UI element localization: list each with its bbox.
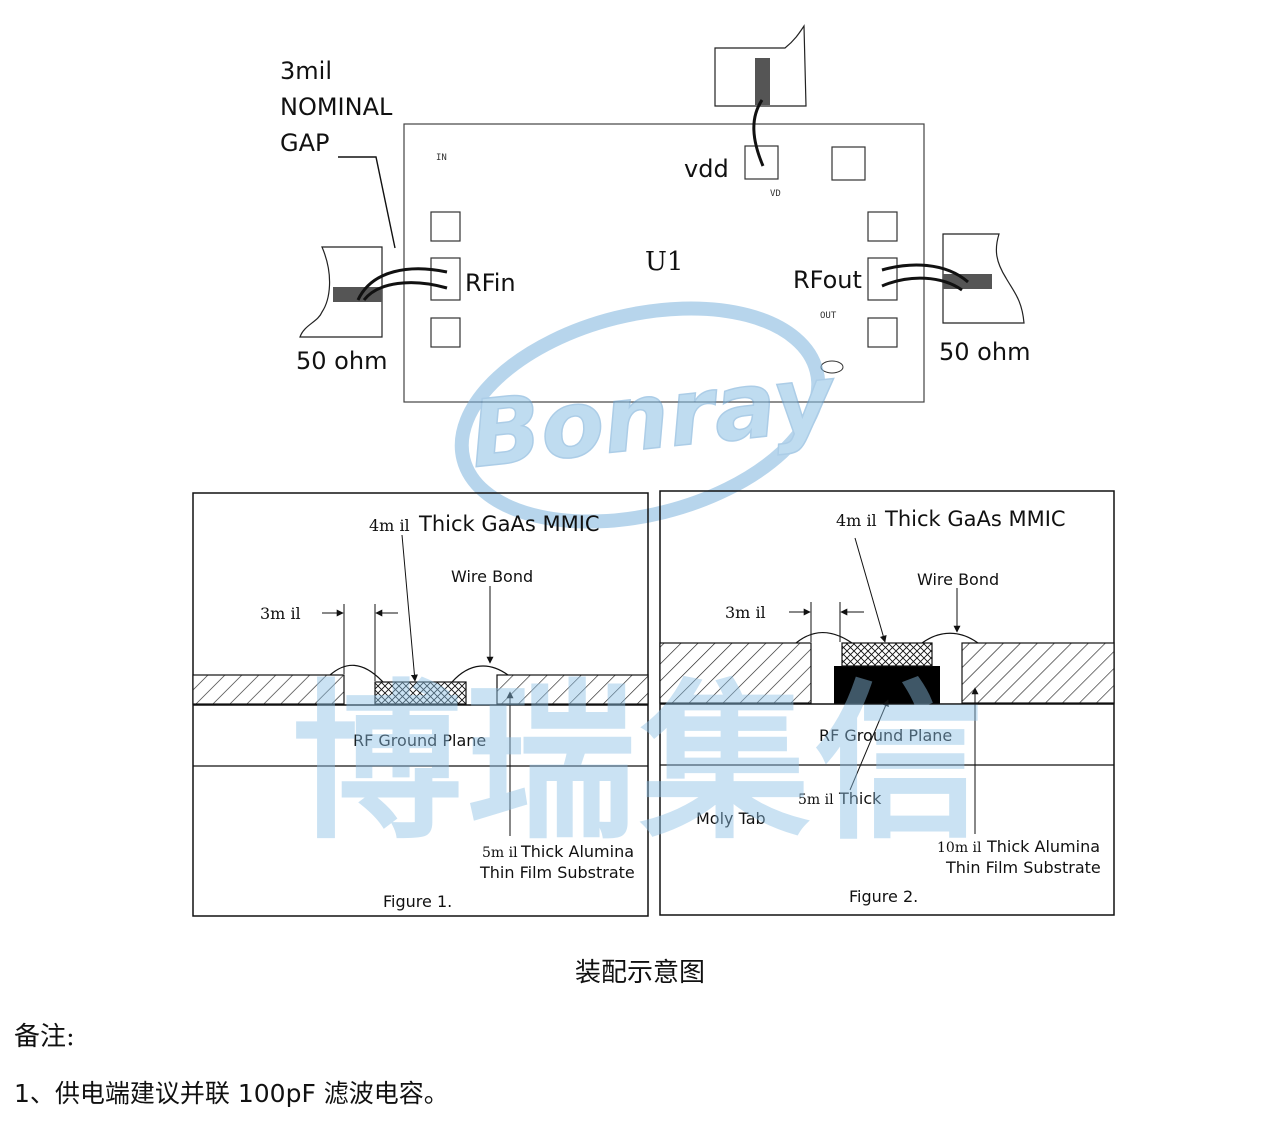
rfout-label: RFout (793, 266, 862, 294)
vd-tag: VD (770, 189, 781, 199)
figure-1: 4m il Thick GaAs MMIC Wire Bond 3m il RF… (192, 492, 649, 917)
fig1-bond-right (451, 665, 509, 683)
figure-2: 4m il Thick GaAs MMIC Wire Bond 3m il RF… (659, 490, 1115, 916)
chinese-watermark: 博瑞集信 (292, 665, 988, 863)
fig1-substrate-thickness: 5m il (482, 845, 518, 861)
fig2-gap-label: 3m il (725, 603, 766, 622)
fig1-substrate-right (496, 674, 649, 705)
assembly-caption: 装配示意图 (574, 958, 705, 988)
notes-line-1: 1、供电端建议并联 100pF 滤波电容。 (14, 1079, 449, 1108)
chip-name: U1 (645, 247, 683, 277)
fig2-ground-label: RF Ground Plane (819, 726, 952, 745)
fig2-moly-leader (849, 699, 889, 791)
fig2-wire-bond-label: Wire Bond (917, 570, 999, 589)
fig1-mmic-thickness: 4m il (369, 516, 410, 535)
fig2-mmic-thickness: 4m il (836, 511, 877, 530)
rfout-bond-2 (881, 276, 963, 292)
fig2-substrate-thickness: 10m il (937, 840, 982, 856)
fig1-caption: Figure 1. (383, 892, 452, 911)
left-50ohm-line (333, 287, 382, 302)
rfin-bond-1 (356, 267, 448, 301)
out-tag: OUT (820, 311, 837, 321)
vdd-label: vdd (684, 155, 729, 183)
chip-outline (403, 123, 925, 403)
rfin-label: RFin (465, 269, 516, 297)
pad-left-bottom (430, 317, 461, 348)
vdd-bond (752, 99, 765, 167)
pad-right-top (867, 211, 898, 242)
fig1-substrate-line2: Thin Film Substrate (479, 863, 635, 882)
fig2-moly-tab-label: Moly Tab (696, 809, 766, 828)
bonray-ring (454, 301, 826, 529)
fig1-ground-label: RF Ground Plane (353, 731, 486, 750)
right-impedance-label: 50 ohm (939, 338, 1030, 366)
pad-left-top (430, 211, 461, 242)
fig2-bond-left (795, 631, 853, 644)
fig2-substrate-right (961, 642, 1115, 704)
fig1-substrate-left (192, 674, 345, 705)
gap-leader (338, 156, 396, 249)
rfin-bond-2 (362, 281, 448, 301)
pad-rfin (430, 257, 461, 301)
fig2-substrate-line2: Thin Film Substrate (945, 858, 1101, 877)
fig2-mmic-leader (854, 537, 887, 643)
fig2-substrate-line1: Thick Alumina (986, 837, 1100, 856)
fig2-bond-right (921, 632, 979, 644)
fig2-moly-tab (834, 666, 940, 704)
pad-rfout (867, 257, 898, 301)
pad-right-bottom (867, 317, 898, 348)
fig1-bond-left (329, 664, 384, 683)
in-tag: IN (436, 153, 447, 163)
fig1-gap-label: 3m il (260, 604, 301, 623)
chip-layout: IN VD OUT 3mil NOMINAL GAP U1 vdd RFin R… (280, 24, 1030, 403)
fig1-substrate-line1: Thick Alumina (520, 842, 634, 861)
fig2-mmic-label: Thick GaAs MMIC (884, 507, 1066, 531)
pad-top-right (831, 146, 866, 181)
vdd-line (755, 58, 770, 105)
fig1-wire-bond-label: Wire Bond (451, 567, 533, 586)
fig2-substrate-left (659, 642, 812, 704)
notes-title: 备注: (14, 1022, 75, 1052)
fig2-mmic (841, 642, 933, 667)
left-impedance-label: 50 ohm (296, 347, 387, 375)
fig2-caption: Figure 2. (849, 887, 918, 906)
gap-label-line3: GAP (280, 129, 330, 157)
fig1-mmic (374, 681, 467, 705)
fig1-mmic-label: Thick GaAs MMIC (418, 512, 600, 536)
fig1-mmic-leader (401, 534, 418, 682)
fig2-moly-thick-word: Thick (838, 789, 882, 808)
gap-label-line1: 3mil (280, 57, 332, 85)
fig2-moly-thickness: 5m il (798, 792, 834, 808)
gap-label-line2: NOMINAL (280, 93, 393, 121)
rfout-bond-1 (881, 263, 969, 284)
